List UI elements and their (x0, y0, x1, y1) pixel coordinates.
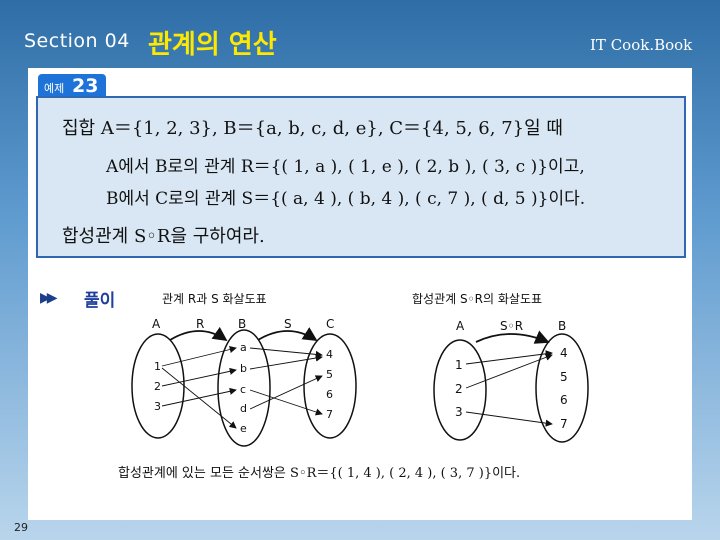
c-elem-right: 4 (560, 346, 568, 360)
example-tag-number: 23 (72, 75, 99, 97)
set-b-label: B (238, 317, 246, 331)
set-a-label-right: A (456, 319, 465, 333)
problem-box (36, 96, 686, 258)
b-elem: d (240, 402, 247, 415)
rel-sr-label: S◦R (500, 319, 523, 333)
problem-line-4: 합성관계 S◦R을 구하여라. (62, 226, 265, 247)
caption-right: 합성관계 S◦R의 화살도표 (412, 292, 543, 306)
b-elem: e (240, 422, 247, 435)
arrow-1-4 (465, 350, 553, 365)
a-elem-right: 3 (455, 405, 463, 419)
c-elem-right: 7 (560, 417, 568, 431)
set-a-label: A (152, 317, 161, 331)
b-elem: b (240, 362, 247, 375)
arrow-3-c (161, 387, 237, 407)
problem-line-3: B에서 C로의 관계 S＝{( a, 4 ), ( b, 4 ), ( c, 7… (106, 189, 586, 209)
arrow-d-5 (249, 375, 323, 410)
b-elem: c (240, 383, 246, 396)
example-tag-label: 예제 (44, 82, 65, 95)
solution-marker-icon: ▶▶ (40, 290, 57, 306)
composite-arrows (465, 350, 553, 427)
a-elem: 1 (154, 360, 161, 373)
arrow-2-b (161, 367, 237, 387)
set-a-ellipse-right (433, 339, 487, 441)
page-number: 29 (14, 521, 28, 534)
sr-curve-arrow (475, 330, 550, 344)
s-curve-arrow (257, 327, 318, 341)
rel-s-label: S (284, 317, 292, 331)
rel-r-label: R (196, 317, 204, 331)
arrow-a-4 (249, 347, 323, 358)
c-elem: 4 (326, 348, 333, 361)
slide-header: Section 04 관계의 연산 IT Cook.Book (0, 0, 720, 68)
section-title: 관계의 연산 (148, 30, 277, 60)
solution-label: 풀이 (84, 291, 116, 311)
set-c-label-right: B (558, 319, 566, 333)
b-elem: a (240, 341, 247, 354)
problem-line-1: 집합 A＝{1, 2, 3}, B＝{a, b, c, d, e}, C＝{4,… (62, 118, 563, 139)
problem-line-2: A에서 B로의 관계 R＝{( 1, a ), ( 1, e ), ( 2, b… (106, 157, 585, 177)
brand-label: IT Cook.Book (590, 36, 693, 54)
solution-result: 합성관계에 있는 모든 순서쌍은 S◦R＝{( 1, 4 ), ( 2, 4 )… (118, 466, 521, 481)
section-number: Section 04 (24, 30, 130, 52)
arrow-b-4 (249, 354, 323, 370)
a-elem: 2 (154, 380, 161, 393)
c-elem: 7 (326, 408, 333, 421)
c-elem-right: 5 (560, 370, 568, 384)
c-elem: 5 (326, 368, 333, 381)
caption-left: 관계 R과 S 화살도표 (162, 292, 267, 306)
arrow-1-a (161, 345, 237, 367)
arrow-2-4 (465, 353, 553, 389)
set-b-ellipse (217, 329, 271, 447)
c-elem: 6 (326, 388, 333, 401)
set-c-ellipse-right (535, 333, 589, 443)
arrow-c-7 (249, 389, 323, 416)
r-curve-arrow (169, 326, 228, 342)
a-elem: 3 (154, 400, 161, 413)
example-tag: 예제 23 (38, 74, 106, 100)
a-elem-right: 1 (455, 358, 463, 372)
set-c-ellipse (303, 333, 357, 439)
c-elem-right: 6 (560, 393, 568, 407)
relation-arrows (161, 345, 323, 429)
a-elem-right: 2 (455, 382, 463, 396)
set-c-label: C (326, 317, 334, 331)
arrow-3-7 (465, 411, 553, 427)
